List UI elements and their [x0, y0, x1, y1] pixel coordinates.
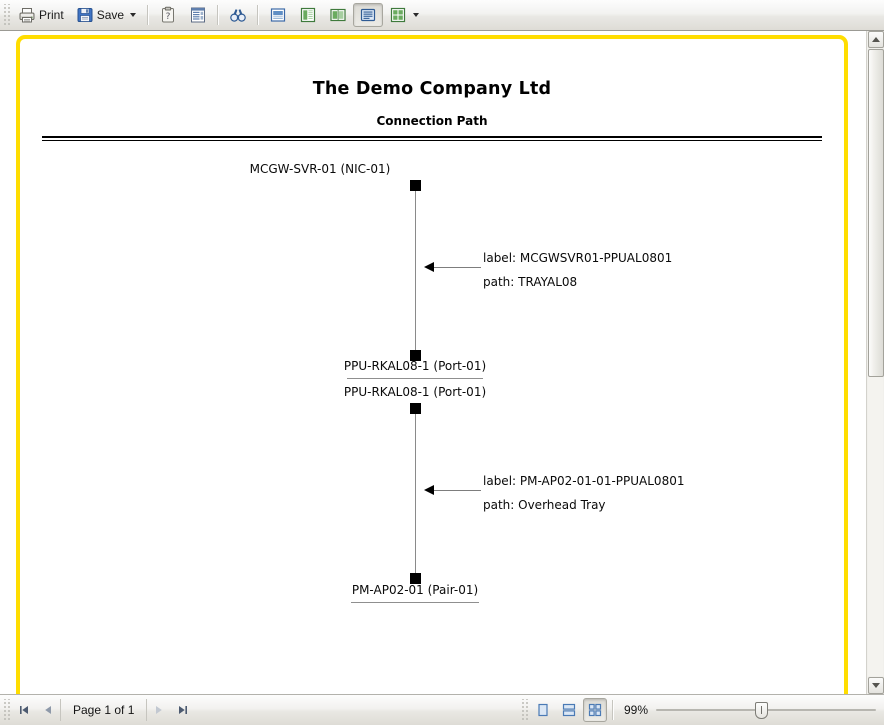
annotation-label-2: label: PM-AP02-01-01-PPUAL0801 — [483, 474, 684, 488]
copy-button[interactable]: ? — [153, 3, 183, 27]
header-rule-bottom — [42, 140, 822, 141]
facing-pages-icon — [329, 6, 347, 24]
toolbar: Print Save ? — [0, 0, 884, 31]
annotation-leader-2 — [434, 490, 481, 491]
zoom-level-label: 99% — [624, 703, 648, 717]
single-page-layout-button[interactable] — [263, 3, 293, 27]
node-marker-3 — [410, 403, 421, 414]
annotation-leader-1 — [434, 267, 481, 268]
page-indicator: Page 1 of 1 — [60, 699, 147, 721]
binoculars-icon — [229, 6, 247, 24]
zoom-group-drag-handle[interactable] — [520, 699, 528, 721]
previous-page-button[interactable] — [36, 698, 60, 722]
fit-page-layout-button[interactable] — [353, 3, 383, 27]
find-button[interactable] — [223, 3, 253, 27]
node-label-1: MCGW-SVR-01 (NIC-01) — [220, 162, 420, 176]
toolbar-drag-handle[interactable] — [2, 4, 10, 26]
two-page-view-button[interactable] — [557, 698, 581, 722]
previous-page-icon — [41, 703, 55, 717]
save-button[interactable]: Save — [70, 3, 143, 27]
node-marker-1 — [410, 180, 421, 191]
node-label-3: PPU-RKAL08-1 (Port-01) — [315, 385, 515, 399]
facing-pages-layout-button[interactable] — [323, 3, 353, 27]
first-page-button[interactable] — [12, 698, 36, 722]
save-button-label: Save — [97, 8, 124, 22]
chevron-down-icon — [872, 683, 880, 688]
multi-page-grid-button[interactable] — [383, 3, 426, 27]
toolbar-separator-1 — [147, 5, 149, 25]
two-page-view-icon — [561, 702, 577, 718]
node-underline-4 — [351, 602, 479, 603]
toolbar-separator-2 — [217, 5, 219, 25]
continuous-layout-button[interactable] — [293, 3, 323, 27]
single-page-view-icon — [535, 702, 551, 718]
scroll-down-button[interactable] — [868, 677, 884, 694]
vertical-scrollbar[interactable] — [866, 31, 884, 694]
annotation-path-2: path: Overhead Tray — [483, 498, 606, 512]
first-page-icon — [17, 703, 31, 717]
last-page-icon — [176, 703, 190, 717]
print-button-label: Print — [39, 8, 64, 22]
multi-page-view-button[interactable] — [583, 698, 607, 722]
next-page-icon — [152, 703, 166, 717]
chevron-up-icon — [872, 37, 880, 42]
connection-path-diagram: The Demo Company Ltd Connection Path MCG… — [20, 39, 844, 694]
document-viewport[interactable]: The Demo Company Ltd Connection Path MCG… — [0, 31, 866, 694]
node-label-4: PM-AP02-01 (Pair-01) — [315, 583, 515, 597]
document-list-icon — [189, 6, 207, 24]
status-bar: Page 1 of 1 — [0, 694, 884, 725]
toolbar-separator-3 — [257, 5, 259, 25]
annotation-label-1: label: MCGWSVR01-PPUAL0801 — [483, 251, 672, 265]
single-page-view-button[interactable] — [531, 698, 555, 722]
page-navigation-group: Page 1 of 1 — [12, 697, 195, 723]
fit-page-icon — [359, 6, 377, 24]
multi-page-dropdown-caret-icon[interactable] — [413, 13, 419, 17]
annotation-arrowhead-2 — [424, 485, 434, 495]
scrollbar-thumb[interactable] — [868, 49, 884, 377]
annotation-path-1: path: TRAYAL08 — [483, 275, 577, 289]
zoom-slider[interactable] — [656, 700, 876, 720]
connector-line-2 — [415, 414, 416, 574]
save-dropdown-caret-icon[interactable] — [130, 13, 136, 17]
print-button[interactable]: Print — [12, 3, 70, 27]
document-subtitle: Connection Path — [20, 114, 844, 128]
svg-text:?: ? — [166, 12, 171, 22]
document-properties-button[interactable] — [183, 3, 213, 27]
scroll-up-button[interactable] — [868, 31, 884, 48]
page-canvas: The Demo Company Ltd Connection Path MCG… — [16, 35, 848, 694]
node-label-2: PPU-RKAL08-1 (Port-01) — [315, 359, 515, 373]
statusbar-separator — [612, 700, 614, 720]
floppy-disk-icon — [76, 6, 94, 24]
connector-line-1 — [415, 191, 416, 351]
last-page-button[interactable] — [171, 698, 195, 722]
grid-pages-icon — [389, 6, 407, 24]
statusbar-drag-handle[interactable] — [2, 699, 10, 721]
printer-icon — [18, 6, 36, 24]
zoom-slider-thumb[interactable] — [755, 702, 768, 719]
multi-page-view-icon — [587, 702, 603, 718]
next-page-button[interactable] — [147, 698, 171, 722]
single-page-icon — [269, 6, 287, 24]
annotation-arrowhead-1 — [424, 262, 434, 272]
header-rule-top — [42, 136, 822, 138]
continuous-page-icon — [299, 6, 317, 24]
clipboard-question-icon: ? — [159, 6, 177, 24]
document-title: The Demo Company Ltd — [20, 79, 844, 99]
node-underline-2 — [347, 378, 483, 379]
